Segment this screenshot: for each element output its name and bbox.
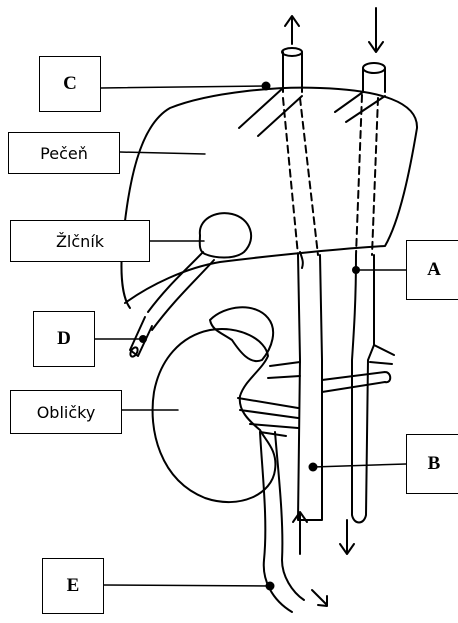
- cystic-duct: [148, 252, 203, 312]
- liver-outline: [121, 88, 417, 308]
- hepatic-vein: [239, 52, 302, 136]
- kidney-outline: [153, 329, 276, 502]
- label-kidneys: Obličky: [10, 390, 122, 434]
- adrenal-gland: [210, 307, 273, 361]
- renal-vessels: [268, 362, 390, 392]
- label-liver: Pečeň: [8, 132, 120, 174]
- aorta: [352, 255, 374, 523]
- label-gallbladder: Žlčník: [10, 220, 150, 262]
- arrow-ureter-out: [312, 590, 327, 606]
- arrow-hepatic-vein-up: [285, 16, 299, 44]
- arrow-portal-vein-down: [369, 8, 383, 52]
- vena-cava: [298, 255, 322, 520]
- liver-notch: [300, 252, 303, 268]
- hidden-vessels: [283, 95, 378, 255]
- label-a: A: [406, 240, 458, 300]
- arrow-vena-cava-up: [293, 512, 307, 554]
- label-e: E: [42, 558, 104, 614]
- label-d: D: [33, 311, 95, 367]
- label-b: B: [406, 434, 458, 494]
- label-c: C: [39, 56, 101, 112]
- gallbladder-outline: [200, 213, 251, 257]
- arrow-aorta-down: [340, 520, 354, 554]
